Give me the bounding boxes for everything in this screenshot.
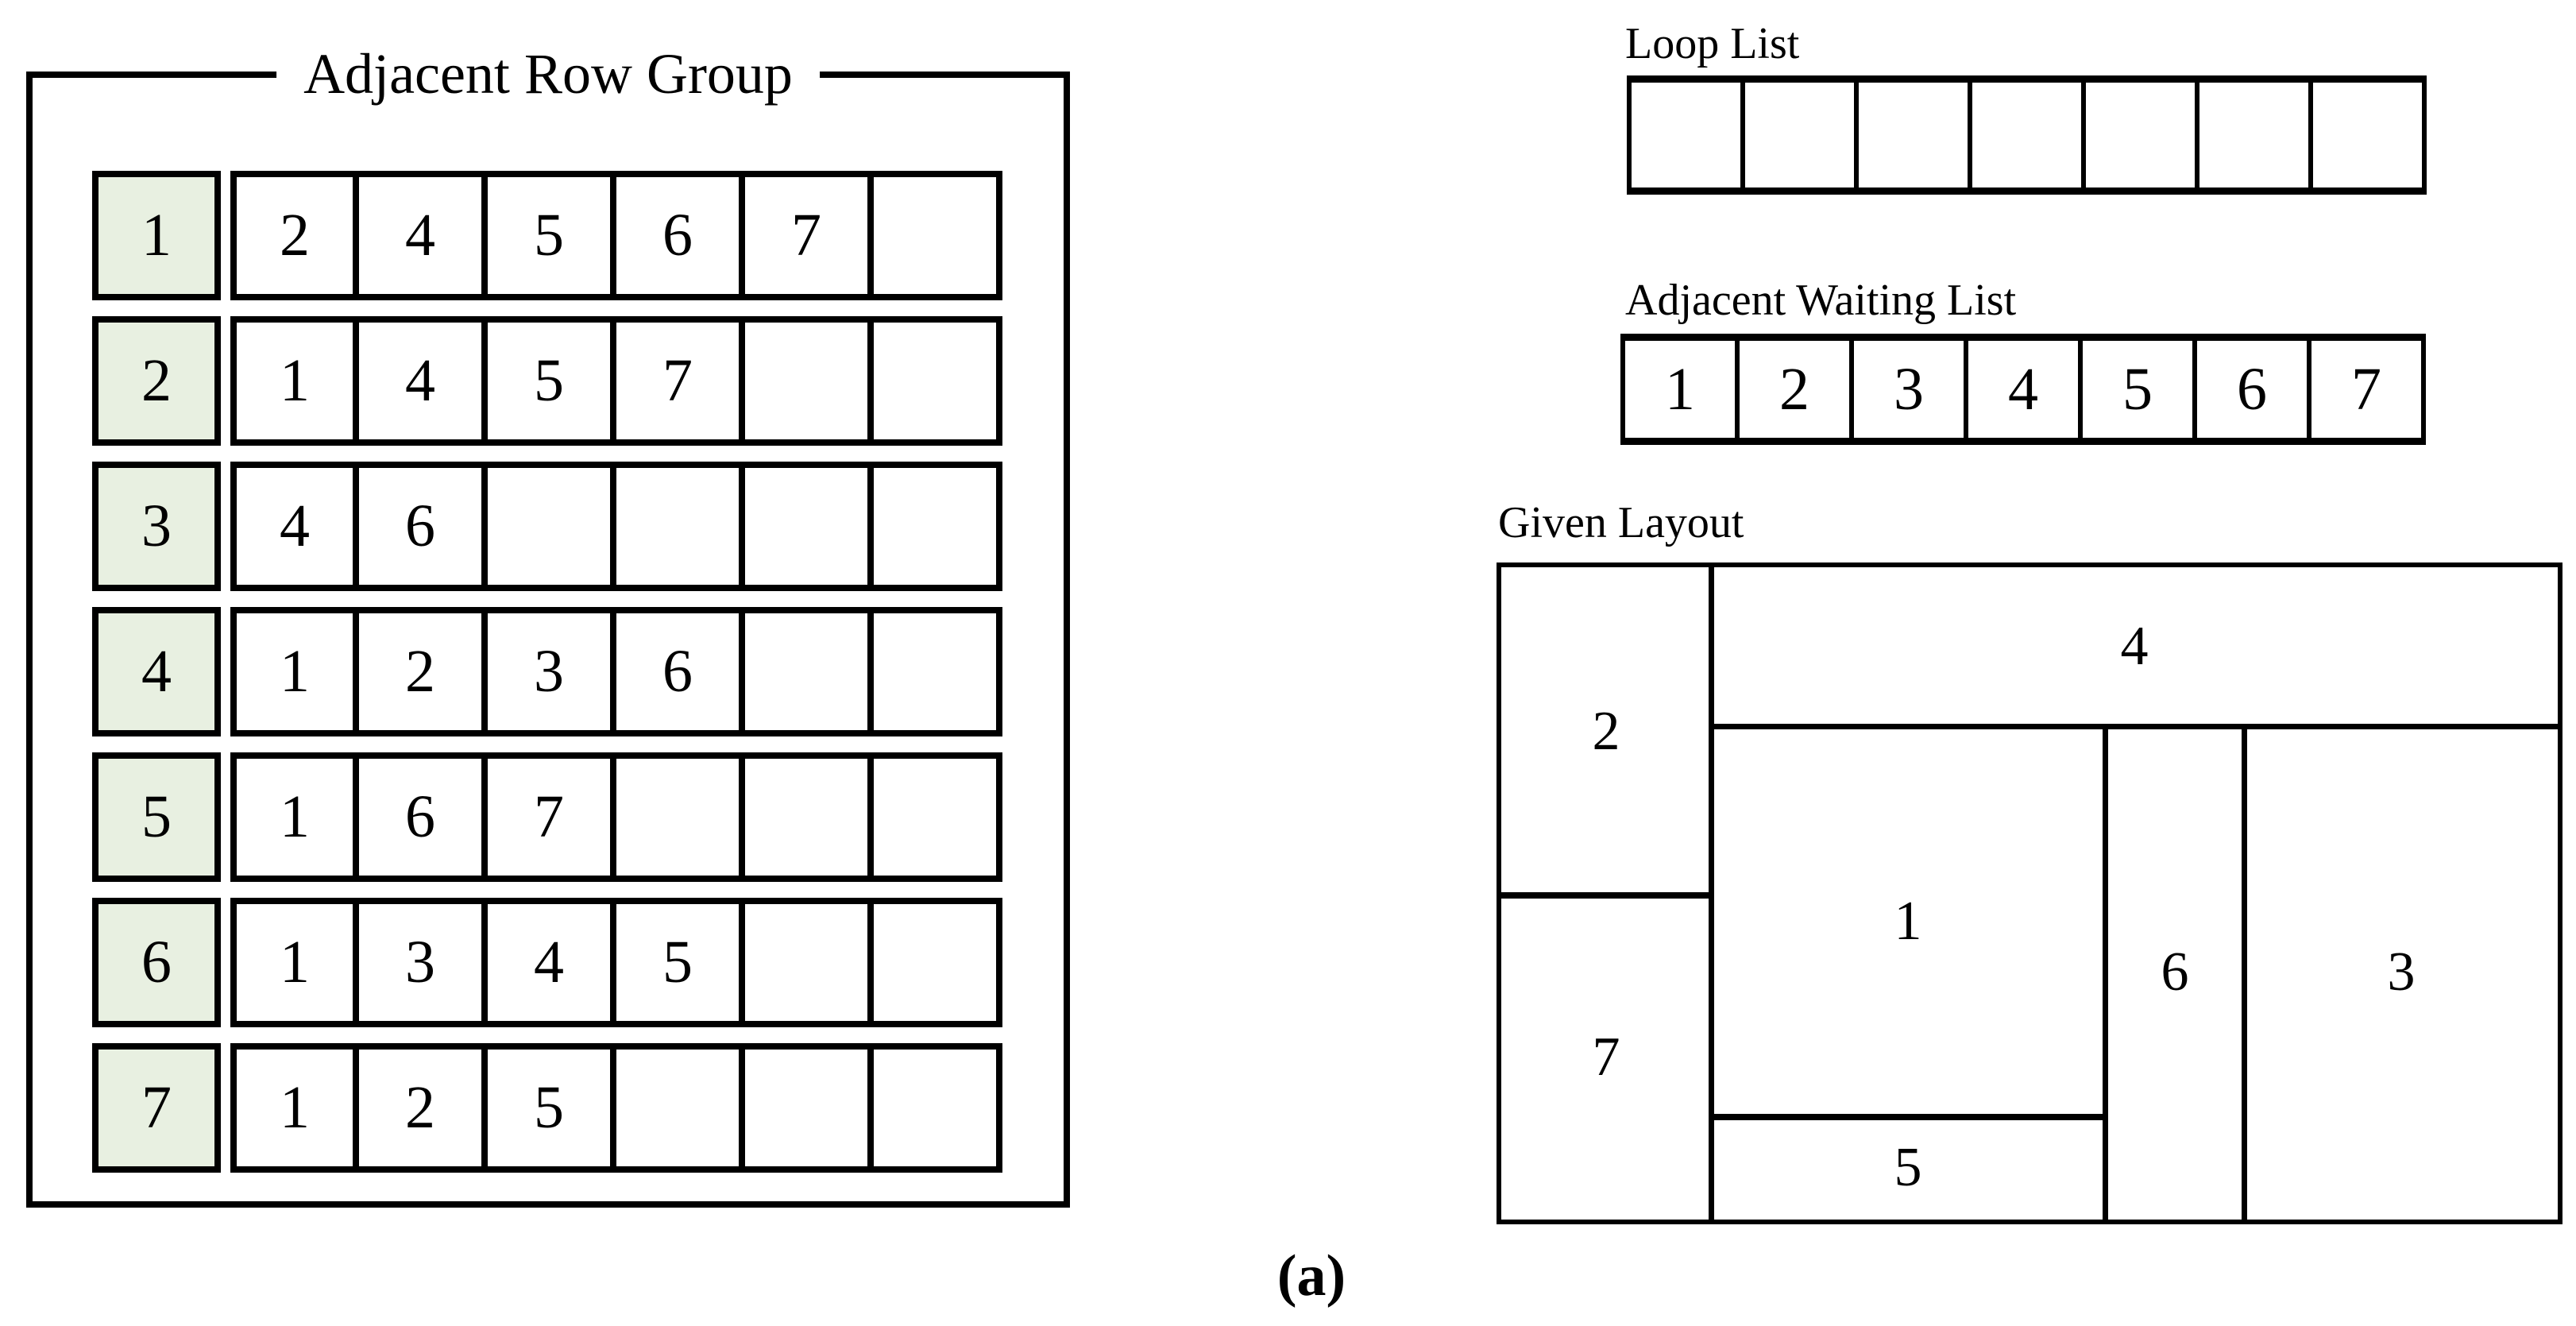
- adjacency-cell: 1: [230, 607, 359, 736]
- adjacency-cell: 6: [353, 462, 488, 591]
- loop-list-cells: [1627, 75, 2427, 195]
- loop-list-cell: [1740, 75, 1859, 195]
- adjacency-cell: [610, 1043, 745, 1173]
- waiting-list-cell: 7: [2307, 334, 2426, 445]
- adjacency-cell: 6: [353, 752, 488, 882]
- adjacency-cell: 4: [353, 171, 488, 300]
- adjacency-row-1: 1 2 4 5 6 7: [92, 171, 1002, 300]
- layout-divider-line: [2242, 724, 2247, 1220]
- loop-list-cell: [1627, 75, 1745, 195]
- layout-region-1: 1: [1894, 891, 1922, 952]
- adjacency-cell: 6: [610, 607, 745, 736]
- adjacency-cell: [867, 752, 1002, 882]
- adjacency-cell: [867, 462, 1002, 591]
- adjacent-waiting-list-cells: 1 2 3 4 5 6 7: [1620, 334, 2426, 445]
- loop-list-cell: [1854, 75, 1972, 195]
- adjacency-cell: [867, 1043, 1002, 1173]
- adjacency-cell: 1: [230, 316, 359, 446]
- panel-label: (a): [1276, 1243, 1346, 1309]
- loop-list-cell: [2081, 75, 2199, 195]
- adjacency-cell: [481, 462, 616, 591]
- adjacency-row-3: 3 4 6: [92, 462, 1002, 591]
- adjacency-cell: 7: [610, 316, 745, 446]
- adjacency-cell: [867, 898, 1002, 1027]
- adjacency-cell: 5: [481, 1043, 616, 1173]
- row-cells: 4 6: [230, 462, 1002, 591]
- adjacency-cell: [739, 607, 874, 736]
- adjacency-cell: 2: [353, 607, 488, 736]
- layout-region-3: 3: [2387, 941, 2416, 1003]
- row-cells: 1 2 3 6: [230, 607, 1002, 736]
- loop-list-cell: [2308, 75, 2427, 195]
- layout-divider-line: [1711, 724, 2558, 729]
- layout-region-6: 6: [2161, 941, 2189, 1003]
- adjacency-row-5: 5 1 6 7: [92, 752, 1002, 882]
- waiting-list-cell: 6: [2192, 334, 2311, 445]
- adjacency-cell: [739, 1043, 874, 1173]
- adjacency-row-6: 6 1 3 4 5: [92, 898, 1002, 1027]
- adjacency-cell: 2: [230, 171, 359, 300]
- adjacency-cell: [739, 316, 874, 446]
- adjacency-cell: [610, 462, 745, 591]
- adjacent-waiting-list-title: Adjacent Waiting List: [1625, 276, 2017, 325]
- adjacency-row-4: 4 1 2 3 6: [92, 607, 1002, 736]
- adjacency-cell: [867, 607, 1002, 736]
- adjacency-cell: 7: [481, 752, 616, 882]
- loop-list-title: Loop List: [1625, 19, 1800, 68]
- adjacent-row-group-title: Adjacent Row Group: [276, 44, 820, 105]
- adjacency-cell: 6: [610, 171, 745, 300]
- waiting-list-cell: 1: [1620, 334, 1740, 445]
- adjacency-cell: 5: [610, 898, 745, 1027]
- adjacency-cell: 1: [230, 898, 359, 1027]
- adjacency-cell: [739, 462, 874, 591]
- adjacency-cell: [739, 752, 874, 882]
- waiting-list-cell: 4: [1964, 334, 2083, 445]
- row-header-cell: 1: [92, 171, 221, 300]
- adjacency-row-7: 7 1 2 5: [92, 1043, 1002, 1173]
- adjacency-cell: [610, 752, 745, 882]
- row-cells: 2 4 5 6 7: [230, 171, 1002, 300]
- adjacency-cell: 7: [739, 171, 874, 300]
- given-layout-title: Given Layout: [1498, 498, 1744, 547]
- loop-list-cell: [1968, 75, 2086, 195]
- row-header-cell: 5: [92, 752, 221, 882]
- adjacency-cell: 1: [230, 1043, 359, 1173]
- layout-region-7: 7: [1592, 1026, 1620, 1088]
- adjacency-cell: 4: [230, 462, 359, 591]
- row-header-cell: 6: [92, 898, 221, 1027]
- layout-region-2: 2: [1592, 701, 1620, 762]
- layout-region-4: 4: [2120, 616, 2149, 677]
- adjacency-cell: [739, 898, 874, 1027]
- adjacency-cell: 5: [481, 171, 616, 300]
- waiting-list-cell: 3: [1849, 334, 1968, 445]
- row-header-cell: 2: [92, 316, 221, 446]
- row-cells: 1 2 5: [230, 1043, 1002, 1173]
- row-header-cell: 4: [92, 607, 221, 736]
- adjacency-cell: 4: [353, 316, 488, 446]
- row-cells: 1 6 7: [230, 752, 1002, 882]
- layout-divider-line: [2103, 724, 2108, 1220]
- adjacency-cell: 1: [230, 752, 359, 882]
- layout-region-5: 5: [1894, 1137, 1922, 1198]
- adjacency-cell: 5: [481, 316, 616, 446]
- waiting-list-cell: 5: [2078, 334, 2197, 445]
- given-layout-box: 2 7 4 1 5 6 3: [1497, 562, 2562, 1224]
- adjacency-cell: [867, 316, 1002, 446]
- layout-divider-line: [1711, 1114, 2108, 1120]
- adjacency-cell: 3: [353, 898, 488, 1027]
- row-cells: 1 3 4 5: [230, 898, 1002, 1027]
- adjacency-cell: 3: [481, 607, 616, 736]
- adjacent-row-group-box: Adjacent Row Group 1 2 4 5 6 7 2 1 4 5 7: [26, 44, 1070, 1208]
- row-header-cell: 3: [92, 462, 221, 591]
- waiting-list-cell: 2: [1735, 334, 1854, 445]
- row-cells: 1 4 5 7: [230, 316, 1002, 446]
- loop-list-cell: [2195, 75, 2313, 195]
- adjacency-row-2: 2 1 4 5 7: [92, 316, 1002, 446]
- adjacency-cell: 4: [481, 898, 616, 1027]
- adjacency-cell: [867, 171, 1002, 300]
- layout-divider-line: [1501, 892, 1714, 899]
- row-header-cell: 7: [92, 1043, 221, 1173]
- adjacency-cell: 2: [353, 1043, 488, 1173]
